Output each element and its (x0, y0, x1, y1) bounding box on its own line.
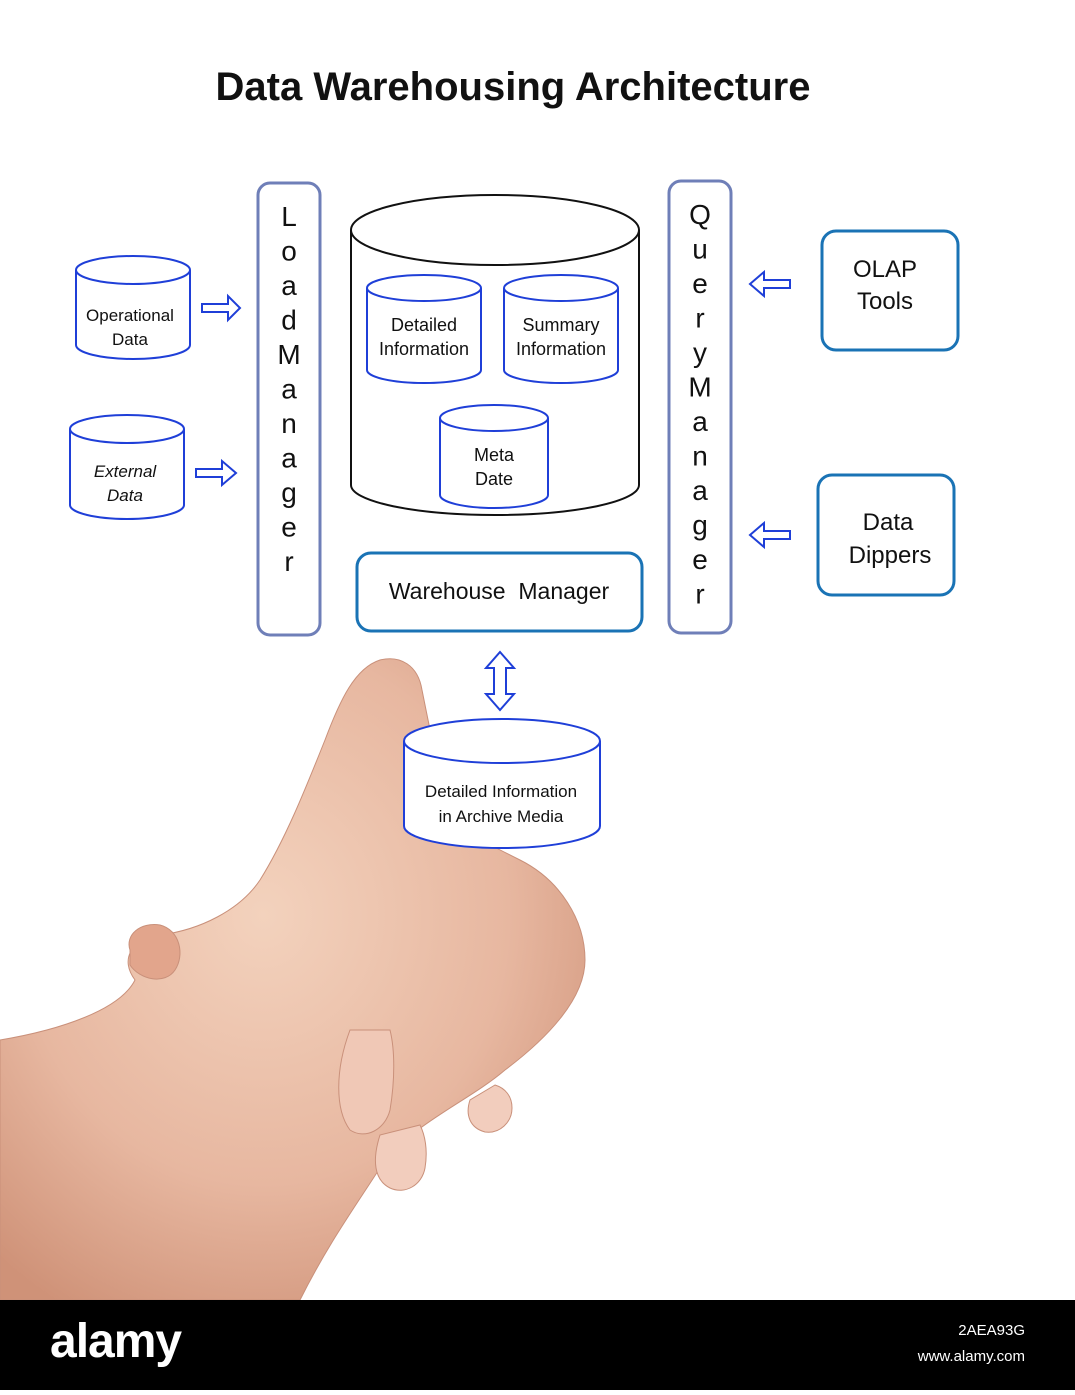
query-manager-letter: e (692, 268, 708, 299)
warehouse-manager-label: Warehouse Manager (389, 578, 610, 604)
load-manager-letter: e (281, 512, 297, 543)
archive-media-label: Detailed Information (425, 782, 577, 801)
double-line-arrow-icon (201, 293, 242, 323)
diagram-title: Data Warehousing Architecture (216, 65, 811, 109)
summary-information-label: Information (516, 339, 606, 359)
external-data-cylinder (69, 414, 185, 520)
load-manager-letter: g (281, 477, 297, 508)
query-manager-letter: Q (689, 199, 711, 230)
double-line-arrow-icon (748, 269, 791, 299)
load-manager-letter: d (281, 305, 297, 336)
image-id: 2AEA93G (958, 1322, 1025, 1339)
archive-media-cylinder (403, 718, 601, 849)
query-manager-letter: r (695, 579, 704, 610)
meta-date-cylinder (439, 404, 549, 509)
double-line-arrow-icon (195, 458, 238, 488)
query-manager-letter: g (692, 510, 708, 541)
operational-data-cylinder (75, 255, 191, 360)
query-manager-letter: e (692, 544, 708, 575)
operational-data-label: Data (112, 330, 148, 349)
data-dippers-box (816, 473, 956, 597)
olap-tools-box (820, 229, 960, 352)
external-data-label: External (94, 462, 158, 481)
query-manager-letter: a (692, 475, 708, 506)
query-manager-letter: M (688, 372, 711, 403)
detailed-information-label: Detailed (391, 315, 457, 335)
olap-tools-label: Tools (857, 288, 913, 315)
load-manager-letter: a (281, 374, 297, 405)
meta-date-label: Date (475, 469, 513, 489)
summary-information-cylinder (503, 274, 619, 384)
query-manager-letter: r (695, 303, 704, 334)
load-manager-letter: a (281, 443, 297, 474)
load-manager-letter: M (277, 339, 300, 370)
data-dippers-label: Data (863, 509, 914, 536)
data-dippers-label: Dippers (849, 542, 932, 569)
double-line-arrow-icon (748, 520, 791, 550)
load-manager-letter: L (281, 201, 297, 232)
load-manager-letter: r (284, 546, 293, 577)
load-manager-letter: o (281, 236, 297, 267)
query-manager-letter: u (692, 234, 708, 265)
detailed-information-cylinder (366, 274, 482, 384)
query-manager-letter: y (693, 337, 707, 368)
meta-date-label: Meta (474, 445, 515, 465)
load-manager-box (256, 181, 322, 637)
detailed-information-label: Information (379, 339, 469, 359)
load-manager-letter: a (281, 270, 297, 301)
olap-tools-label: OLAP (853, 256, 917, 283)
query-manager-letter: n (692, 441, 708, 472)
summary-information-label: Summary (522, 315, 599, 335)
load-manager-letter: n (281, 408, 297, 439)
watermark-footer: alamy 2AEA93G www.alamy.com (0, 1300, 1075, 1390)
data-warehouse-cylinder (350, 194, 640, 516)
site-url: www.alamy.com (917, 1348, 1025, 1365)
double-headed-arrow-icon (483, 650, 517, 712)
alamy-logo: alamy (50, 1315, 182, 1368)
query-manager-box (667, 179, 733, 635)
warehouse-manager-box (355, 551, 644, 633)
operational-data-label: Operational (86, 306, 174, 325)
archive-media-label: in Archive Media (439, 807, 564, 826)
external-data-label: Data (107, 486, 143, 505)
query-manager-letter: a (692, 406, 708, 437)
